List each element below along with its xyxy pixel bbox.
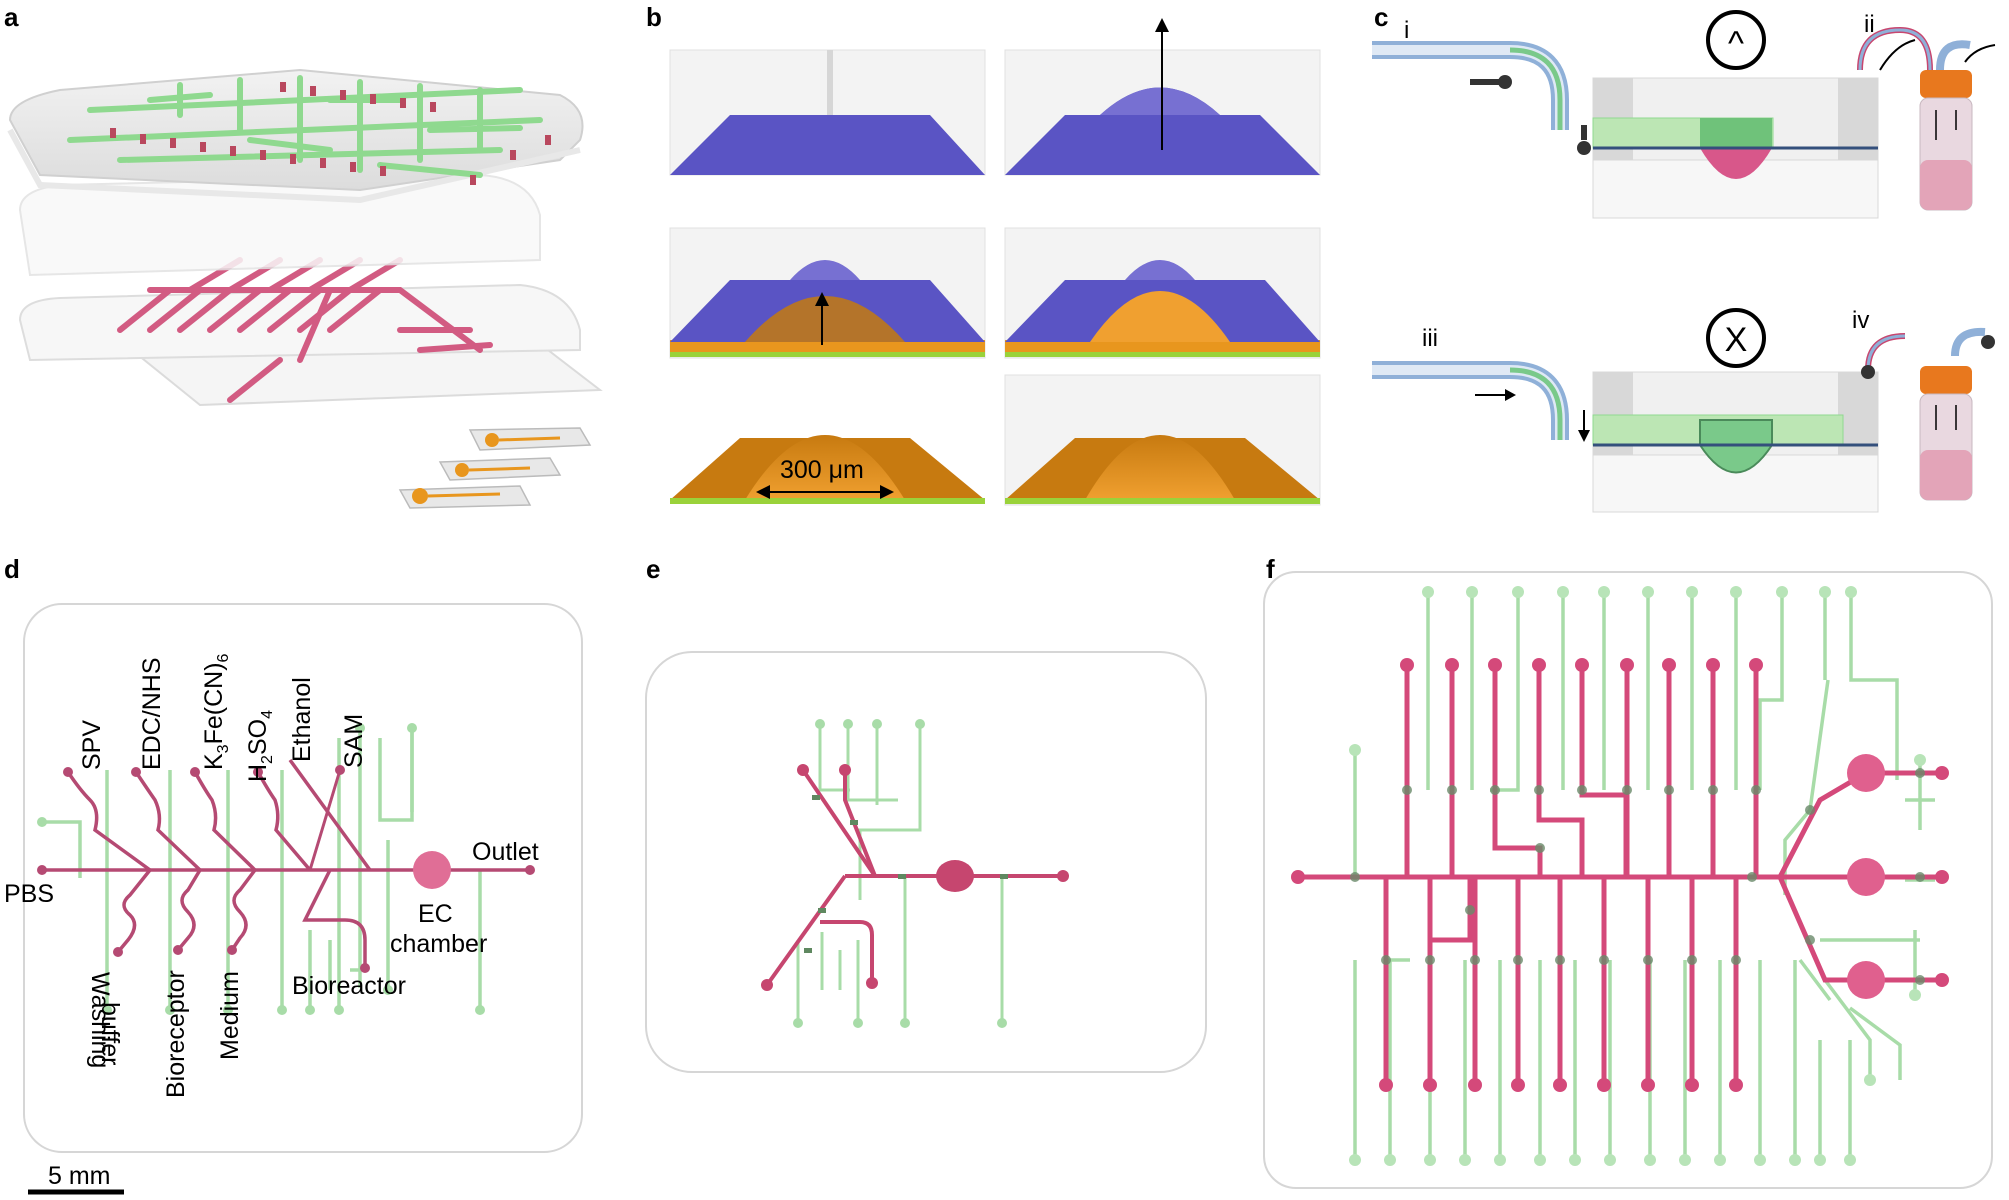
f-green-ports: [1349, 586, 1926, 1166]
e-green-ports: [793, 719, 1007, 1028]
svg-text:H2SO4: H2SO4: [244, 710, 276, 782]
panel-label-e: e: [646, 554, 660, 584]
step-iv-label: iv: [1852, 307, 1869, 334]
label-chamber: chamber: [390, 930, 487, 958]
f-pink-ports: [1291, 658, 1949, 1092]
panel-label-b: b: [646, 2, 662, 32]
d-pink-ports: [37, 765, 535, 973]
label-sam: SAM: [340, 714, 368, 768]
d-green-ports: [37, 723, 485, 1015]
symbol-closed: X: [1725, 321, 1748, 359]
ec-chamber-e: [936, 860, 974, 892]
label-spv: SPV: [78, 720, 106, 770]
label-ethanol: Ethanol: [288, 677, 316, 762]
svg-text:K3Fe(CN)6: K3Fe(CN)6: [200, 653, 232, 770]
step-iii-label: iii: [1422, 325, 1438, 352]
label-buffer: buffer: [96, 1002, 124, 1065]
label-k3fecn6: K3Fe(CN)6: [200, 653, 232, 770]
tubing-bottom: [1372, 361, 1590, 442]
scale-label: 5 mm: [48, 1162, 111, 1190]
label-edc-nhs: EDC/NHS: [138, 657, 166, 770]
panel-b-valve-steps: 300 μm: [669, 18, 1321, 506]
label-outlet: Outlet: [472, 838, 539, 866]
label-h2so4: H2SO4: [244, 710, 276, 782]
panel-label-c: c: [1374, 2, 1388, 32]
electrode-strips: [398, 427, 592, 509]
d-green-lines: [42, 728, 482, 1010]
step-i-label: i: [1404, 17, 1409, 44]
symbol-open: ^: [1728, 25, 1744, 63]
ec-chamber-d: [413, 851, 451, 889]
label-ec: EC: [418, 900, 453, 928]
panel-label-f: f: [1266, 554, 1275, 584]
tubing-top: [1372, 41, 1591, 155]
dimension-label: 300 μm: [780, 456, 864, 484]
panel-label-a: a: [4, 2, 19, 32]
f-green-lines: [1353, 592, 1935, 1080]
panel-e-layout: [645, 651, 1207, 1073]
label-pbs: PBS: [4, 880, 54, 908]
f-valves: [1350, 768, 1925, 985]
e-valves: [804, 795, 1008, 953]
label-bioreactor: Bioreactor: [292, 972, 406, 1000]
green-channel-layer: [67, 75, 543, 178]
panel-a-chip-layers: [7, 68, 603, 509]
e-green-lines: [796, 724, 1004, 1023]
reservoir-top: [1857, 26, 1996, 211]
step-ii-label: ii: [1864, 11, 1875, 38]
label-bioreceptor: Bioreceptor: [162, 970, 190, 1098]
panel-label-d: d: [4, 554, 20, 584]
reservoir-bottom: [1861, 327, 1995, 501]
panel-f-layout: [1263, 571, 1993, 1189]
f-ec-chambers: [1847, 754, 1885, 999]
panel-c-valve-operation: i ii iii iv ^: [1372, 10, 1996, 513]
panel-d-layout: SPV EDC/NHS K3Fe(CN)6 H2SO4 Ethanol SAM …: [4, 603, 583, 1195]
label-washing: Washing: [86, 972, 114, 1068]
valve-posts: [110, 82, 551, 185]
e-pink-ports: [761, 764, 1069, 991]
label-medium: Medium: [216, 971, 244, 1060]
